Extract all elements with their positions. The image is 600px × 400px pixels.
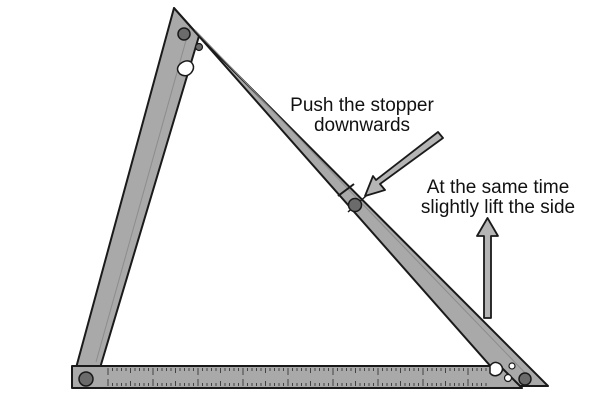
lift-annotation-line-1: At the same time — [426, 177, 570, 198]
hinge-rivet — [347, 197, 363, 213]
ruler-scale — [107, 368, 487, 386]
top-rivet — [177, 27, 191, 41]
arrow-up-icon — [476, 217, 499, 319]
push-annotation-line-2: downwards — [313, 115, 411, 136]
bottom-right-joint — [489, 361, 532, 386]
hinge-joint — [337, 183, 355, 197]
push-annotation-line-1: Push the stopper — [290, 95, 434, 116]
lift-side-annotation: At the same time slightly lift the side — [388, 178, 600, 218]
bottom-left-rivet — [78, 371, 94, 387]
push-stopper-annotation: Push the stopper downwards — [262, 96, 462, 136]
top-corner-joint — [176, 27, 204, 77]
stopper-slot — [489, 361, 504, 377]
arrow-down-left-icon — [364, 131, 444, 197]
stopper-notch — [176, 60, 195, 77]
hypotenuse-arm — [173, 7, 549, 387]
lift-annotation-line-2: slightly lift the side — [420, 197, 576, 218]
ruler-arm — [71, 365, 523, 389]
left-arm — [75, 7, 200, 369]
